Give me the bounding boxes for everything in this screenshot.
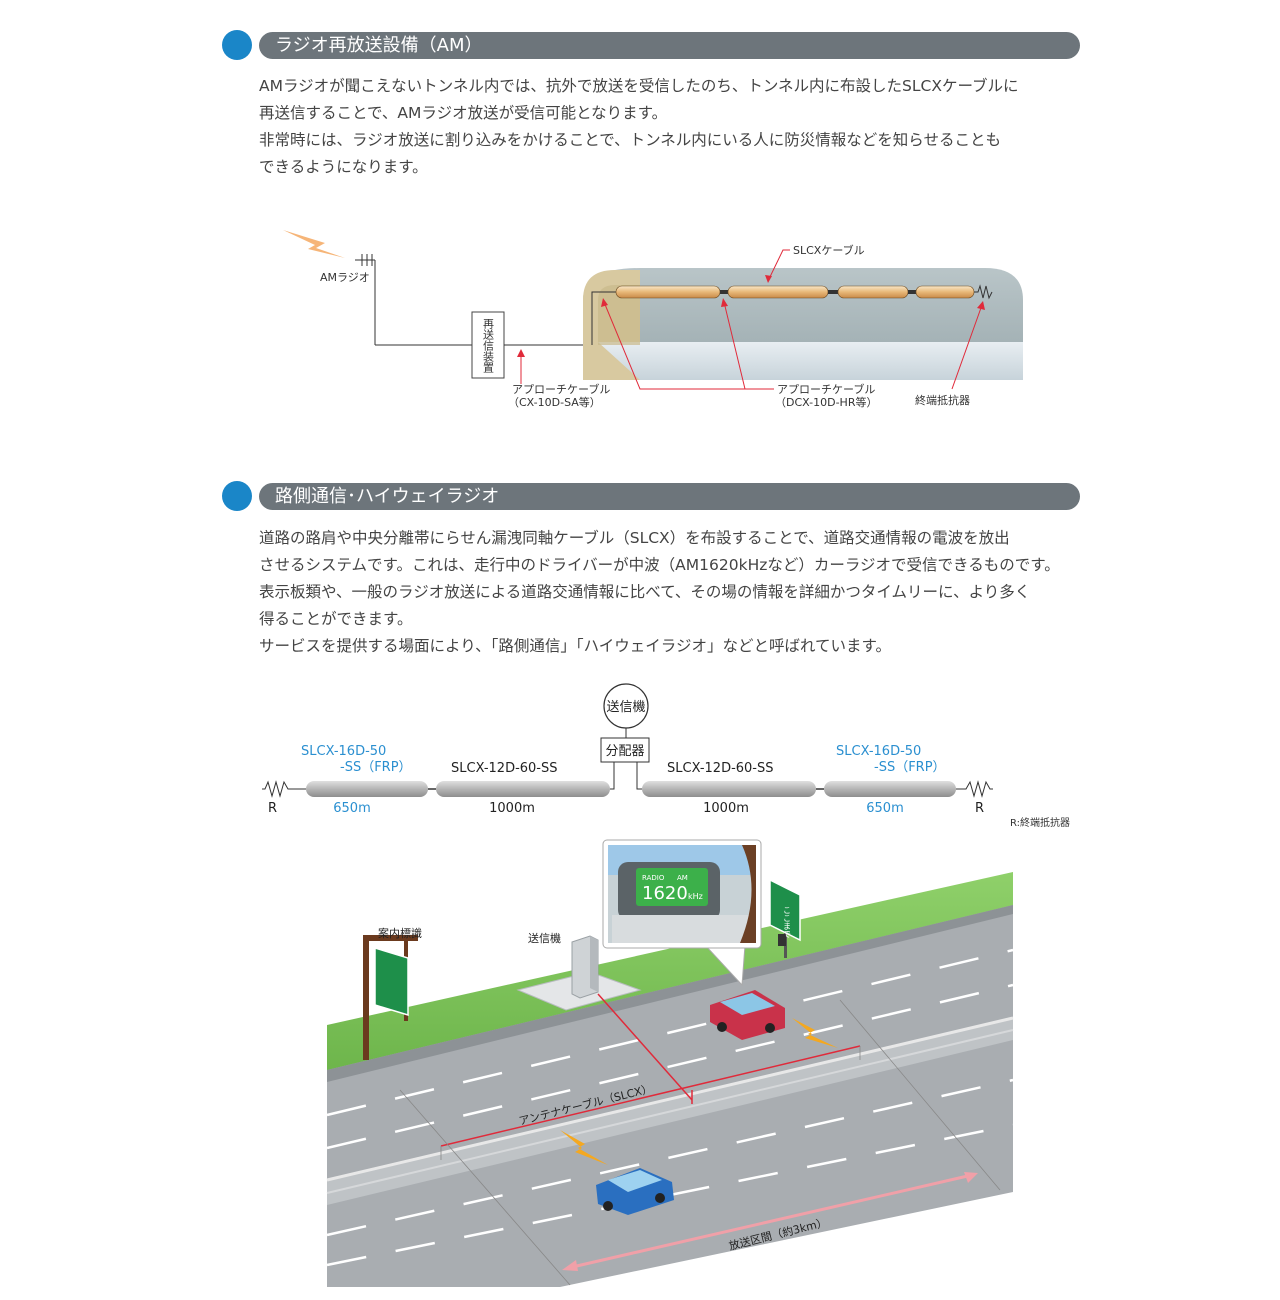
guide-sign-icon (363, 935, 418, 1060)
right-inner-length: 1000m (703, 801, 749, 816)
slcx-cable-label: SLCXケーブル (793, 243, 865, 257)
paragraph-line: 非常時には、ラジオ放送に割り込みをかけることで、トンネル内にいる人に防災情報など… (259, 131, 1001, 149)
roadside-grass (327, 872, 1013, 1080)
antenna-icon (355, 254, 376, 345)
paragraph-line: 得ることができます。 (259, 610, 413, 628)
right-inner-cable-name: SLCX-12D-60-SS (667, 761, 774, 776)
right-outer-cable-spec: -SS（FRP） (874, 760, 946, 775)
approach-cable-2-spec: （DCX-10D-HR等） (775, 395, 877, 409)
guide-sign-label: 案内標識 (378, 926, 422, 940)
left-inner-cable-name: SLCX-12D-60-SS (451, 761, 558, 776)
left-outer-cable-spec: -SS（FRP） (340, 760, 412, 775)
tunnel-illustration (583, 268, 1023, 380)
section-bullet-icon (222, 481, 252, 511)
resistor-left (262, 780, 306, 798)
approach-cable-2-label: アプローチケーブル (777, 382, 875, 396)
left-inner-length: 1000m (489, 801, 535, 816)
transmitter-unit-label: 送信機 (528, 931, 561, 945)
retransmitter-label: 再送信装置 (482, 318, 495, 373)
am-radio-label: AMラジオ (320, 271, 370, 284)
paragraph-line: AMラジオが聞こえないトンネル内では、抗外で放送を受信したのち、トンネル内に布設… (259, 77, 1019, 95)
distributor-label: 分配器 (605, 744, 644, 759)
transmitter-node-label: 送信機 (606, 700, 645, 715)
tunnel-diagram: AMラジオ 再送信装置 SLCXケーブル アプローチケーブル （CX-10D-S… (283, 230, 1023, 409)
section-header-highway-radio: 路側通信･ハイウェイラジオ (222, 481, 1080, 511)
approach-cable-1-label: アプローチケーブル (512, 382, 610, 396)
radio-band-label: RADIO (642, 874, 665, 882)
radio-unit: kHz (688, 892, 703, 901)
distributor-box (600, 737, 650, 763)
slcx-cable (615, 284, 993, 300)
road-surface (327, 905, 1013, 1287)
section2-description: 道路の路肩や中央分離帯にらせん漏洩同軸ケーブル（SLCX）を布設することで、道路… (259, 525, 1089, 660)
highway-illustration: 送信機 案内標識 ここまで RADIO AM 1620 kHz (326, 839, 1014, 1287)
section-bullet-icon (222, 30, 252, 60)
radio-wave-icon (792, 1018, 838, 1048)
cable-layout-diagram: 送信機 分配器 SLCX-16D-50 -SS（FRP） SLCX-12D-60… (262, 683, 1070, 829)
paragraph-line: 表示板類や、一般のラジオ放送による道路交通情報に比べて、その場の情報を詳細かつタ… (259, 583, 1031, 601)
resistor-right (956, 780, 993, 798)
resistor-right-label: R (975, 801, 984, 816)
section-end-sign-text: ここまで (783, 906, 792, 938)
radio-wave-icon (283, 230, 345, 258)
retransmitter-box (471, 311, 505, 379)
radio-frequency: 1620 (642, 883, 688, 904)
paragraph-line: させるシステムです。これは、走行中のドライバーが中波（AM1620kHzなど）カ… (259, 556, 1060, 574)
left-outer-length: 650m (333, 801, 370, 816)
car-radio-callout (602, 839, 762, 987)
resistor-legend: R:終端抵抗器 (1010, 816, 1070, 829)
section-title: 路側通信･ハイウェイラジオ (259, 483, 1080, 510)
cable-right-inner (642, 781, 816, 797)
transmitter-unit-icon (516, 935, 642, 1011)
red-car-icon (710, 990, 785, 1040)
right-outer-length: 650m (866, 801, 903, 816)
paragraph-line: 道路の路肩や中央分離帯にらせん漏洩同軸ケーブル（SLCX）を布設することで、道路… (259, 529, 1010, 547)
resistor-left-label: R (268, 801, 277, 816)
cable-left-outer (306, 781, 428, 797)
paragraph-line: 再送信することで、AMラジオ放送が受信可能となります。 (259, 104, 668, 122)
right-outer-cable-name: SLCX-16D-50 (836, 744, 921, 759)
section1-description: AMラジオが聞こえないトンネル内では、抗外で放送を受信したのち、トンネル内に布設… (259, 73, 1089, 181)
antenna-cable-line (440, 993, 861, 1147)
paragraph-line: サービスを提供する場面により、「路側通信」「ハイウェイラジオ」などと呼ばれていま… (259, 637, 891, 655)
approach-cable-1-spec: （CX-10D-SA等） (508, 395, 601, 409)
radio-wave-icon (560, 1130, 608, 1165)
section-header-am-radio: ラジオ再放送設備（AM） (222, 30, 1080, 60)
radio-mode-label: AM (677, 874, 688, 882)
cable-left-inner (436, 781, 610, 797)
broadcast-section-arrow (562, 1172, 978, 1271)
paragraph-line: できるようになります。 (259, 158, 428, 176)
section-end-sign-icon (769, 878, 801, 958)
blue-car-icon (596, 1168, 674, 1215)
left-outer-cable-name: SLCX-16D-50 (301, 744, 386, 759)
cable-right-outer (824, 781, 956, 797)
terminator-label: 終端抵抗器 (915, 393, 970, 407)
section-title: ラジオ再放送設備（AM） (259, 32, 1080, 59)
